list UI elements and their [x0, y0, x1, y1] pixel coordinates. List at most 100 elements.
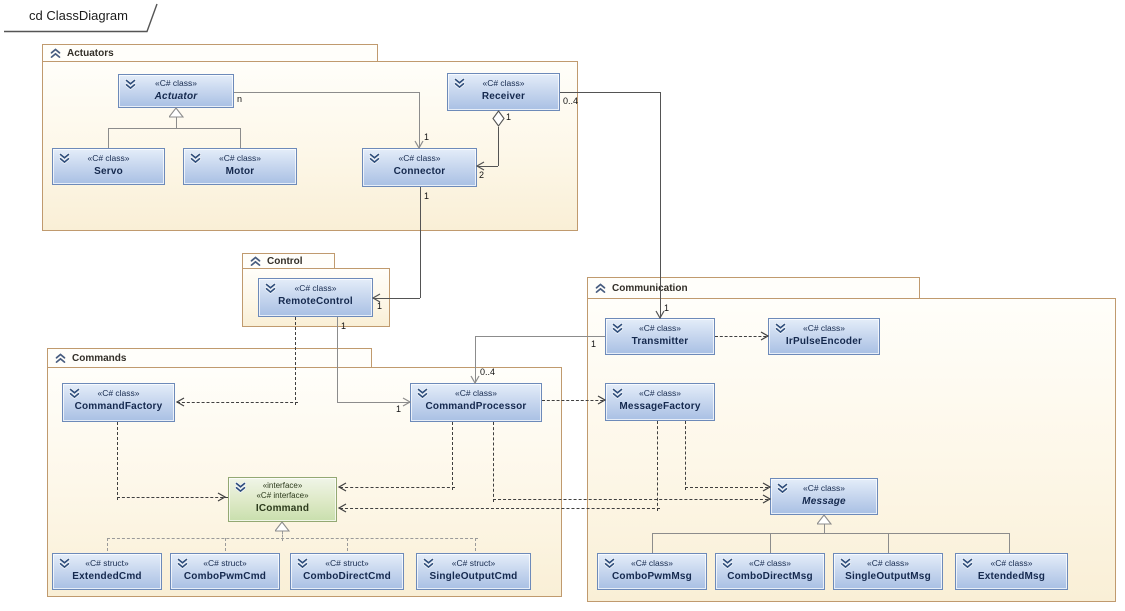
multiplicity-label: 2 — [479, 170, 485, 180]
interface-icommand[interactable]: «interface» «C# interface» ICommand — [228, 477, 337, 522]
dependency-segment — [117, 422, 118, 500]
open-arrow-left — [475, 161, 485, 171]
edge-segment — [419, 92, 420, 148]
open-arrow-right — [760, 331, 770, 341]
expand-chevron-icon[interactable] — [124, 79, 137, 90]
class-name: Actuator — [154, 91, 198, 102]
expand-chevron-icon[interactable] — [774, 323, 787, 334]
class-messagefactory[interactable]: «C# class» MessageFactory — [605, 383, 715, 421]
realization-segment — [347, 538, 348, 556]
class-commandfactory[interactable]: «C# class» CommandFactory — [62, 383, 175, 422]
class-name: SingleOutputMsg — [845, 571, 931, 582]
expand-chevron-icon[interactable] — [58, 153, 71, 164]
stereotype: «C# class» — [154, 78, 198, 88]
generalization-triangle — [169, 107, 184, 118]
expand-chevron-icon[interactable] — [603, 558, 616, 569]
class-name: CommandFactory — [74, 401, 163, 412]
stereotype: «C# struct» — [451, 558, 496, 568]
stereotype: «C# struct» — [85, 558, 129, 568]
expand-chevron-icon[interactable] — [776, 483, 789, 494]
multiplicity-label: 1 — [341, 321, 347, 331]
multiplicity-label: 1 — [664, 303, 670, 313]
class-transmitter[interactable]: «C# class» Transmitter — [605, 318, 715, 355]
class-combopwmmsg[interactable]: «C# class» ComboPwmMsg — [597, 553, 707, 590]
class-commandprocessor[interactable]: «C# class» CommandProcessor — [410, 383, 542, 422]
edge-segment — [420, 187, 421, 298]
edge-segment — [373, 298, 420, 299]
class-motor[interactable]: «C# class» Motor — [183, 148, 297, 185]
class-combodirectmsg[interactable]: «C# class» ComboDirectMsg — [715, 553, 825, 590]
expand-chevron-icon[interactable] — [839, 558, 852, 569]
expand-chevron-icon[interactable] — [264, 283, 277, 294]
expand-chevron-icon[interactable] — [453, 78, 466, 89]
diagram-title: cd ClassDiagram — [29, 8, 128, 23]
realization-triangle — [275, 521, 290, 532]
expand-chevron-icon[interactable] — [296, 558, 309, 569]
class-name: ComboDirectCmd — [303, 571, 391, 582]
multiplicity-label: 1 — [424, 191, 430, 201]
class-irpulseencoder[interactable]: «C# class» IrPulseEncoder — [768, 318, 880, 355]
expand-chevron-icon[interactable] — [422, 558, 435, 569]
expand-chevron-icon[interactable] — [611, 323, 624, 334]
expand-chevron-icon[interactable] — [176, 558, 189, 569]
expand-chevron-icon[interactable] — [416, 388, 429, 399]
stereotype: «C# class» — [990, 558, 1033, 568]
collapse-chevron-icon[interactable] — [594, 282, 607, 294]
class-extendedmsg[interactable]: «C# class» ExtendedMsg — [955, 553, 1068, 590]
realization-segment — [282, 531, 283, 541]
expand-chevron-icon[interactable] — [68, 388, 81, 399]
class-actuator[interactable]: «C# class» Actuator — [118, 74, 234, 108]
dependency-segment — [452, 422, 453, 490]
open-arrow-right — [597, 395, 607, 405]
class-receiver[interactable]: «C# class» Receiver — [447, 73, 560, 111]
dependency-segment — [177, 402, 298, 403]
dependency-segment — [685, 487, 773, 488]
expand-chevron-icon[interactable] — [189, 153, 202, 164]
package-control-tab[interactable]: Control — [242, 253, 335, 269]
edge-segment — [1009, 533, 1010, 553]
stereotype: «C# class» — [97, 388, 140, 398]
struct-singleoutputcmd[interactable]: «C# struct» SingleOutputCmd — [416, 553, 531, 590]
multiplicity-label: 1 — [377, 301, 383, 311]
class-servo[interactable]: «C# class» Servo — [52, 148, 165, 185]
package-communication-tab[interactable]: Communication — [587, 277, 920, 299]
collapse-chevron-icon[interactable] — [49, 47, 62, 59]
expand-chevron-icon[interactable] — [234, 482, 247, 493]
package-commands-tab[interactable]: Commands — [47, 348, 372, 368]
class-name: IrPulseEncoder — [785, 336, 863, 347]
multiplicity-label: n — [237, 94, 243, 104]
edge-segment — [560, 92, 660, 93]
struct-combopwmcmd[interactable]: «C# struct» ComboPwmCmd — [170, 553, 280, 590]
package-actuators-tab[interactable]: Actuators — [42, 44, 378, 62]
realization-segment — [107, 538, 478, 539]
dependency-segment — [340, 487, 455, 488]
collapse-chevron-icon[interactable] — [54, 352, 67, 364]
dependency-segment — [117, 497, 228, 498]
stereotype: «C# class» — [87, 153, 130, 163]
expand-chevron-icon[interactable] — [721, 558, 734, 569]
multiplicity-label: 1 — [591, 339, 597, 349]
expand-chevron-icon[interactable] — [961, 558, 974, 569]
struct-combodirectcmd[interactable]: «C# struct» ComboDirectCmd — [290, 553, 404, 590]
class-message[interactable]: «C# class» Message — [770, 478, 878, 515]
class-name: RemoteControl — [278, 296, 353, 307]
collapse-chevron-icon[interactable] — [249, 255, 262, 267]
edge-segment — [337, 317, 338, 402]
class-connector[interactable]: «C# class» Connector — [362, 148, 477, 187]
class-remotecontrol[interactable]: «C# class» RemoteControl — [258, 278, 373, 317]
open-arrow-down — [655, 310, 665, 320]
dependency-segment — [657, 421, 658, 511]
class-name: MessageFactory — [619, 401, 701, 412]
frame-corner — [4, 3, 158, 33]
struct-extendedcmd[interactable]: «C# struct» ExtendedCmd — [52, 553, 162, 590]
class-name: Servo — [94, 166, 123, 177]
edge-segment — [337, 402, 410, 403]
expand-chevron-icon[interactable] — [368, 153, 381, 164]
open-arrow-left — [175, 397, 185, 407]
expand-chevron-icon[interactable] — [58, 558, 71, 569]
class-singleoutputmsg[interactable]: «C# class» SingleOutputMsg — [833, 553, 943, 590]
multiplicity-label: 1 — [396, 404, 402, 414]
dependency-segment — [715, 336, 771, 337]
class-name: ComboPwmMsg — [612, 571, 692, 582]
expand-chevron-icon[interactable] — [611, 388, 624, 399]
